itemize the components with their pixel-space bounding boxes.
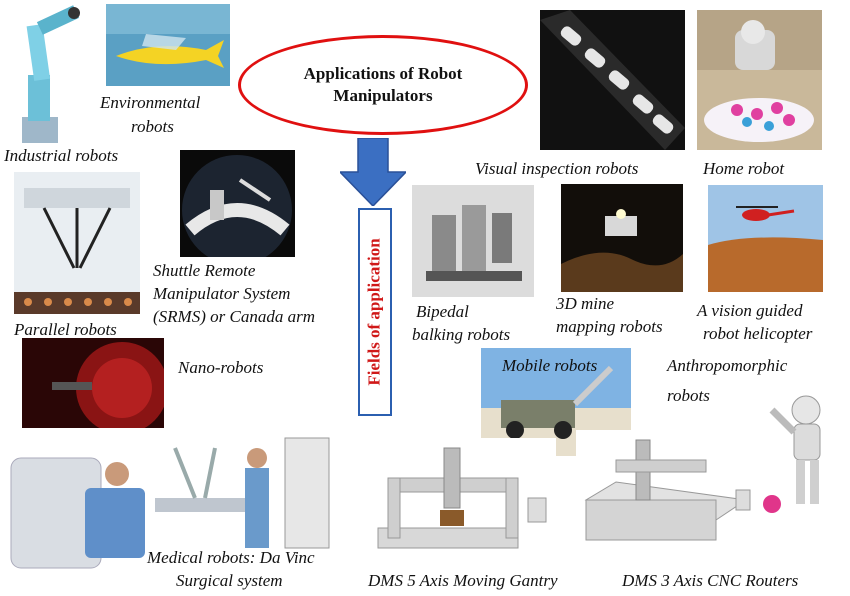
- fields-of-application-label: Fields of application: [365, 238, 385, 386]
- label-heli-2: robot helicopter: [703, 324, 813, 343]
- anthropomorphic-robot-image: [760, 392, 840, 522]
- label-shuttle-3: (SRMS) or Canada arm: [153, 307, 315, 326]
- home-robot-image: [697, 10, 822, 150]
- shuttle-robot-arm-image: [180, 150, 295, 257]
- label-visual-inspection: Visual inspection robots: [475, 159, 639, 178]
- label-medical-1: Medical robots: Da Vinc: [147, 548, 315, 567]
- title-line-2: Manipulators: [333, 86, 433, 105]
- cnc-router-image: [576, 430, 762, 566]
- label-heli-1: A vision guided: [697, 301, 803, 320]
- parallel-robot-image: [14, 172, 140, 314]
- fields-of-application-box: Fields of application: [358, 208, 392, 416]
- label-environmental-1: Environmental: [100, 93, 201, 112]
- label-medical-2: Surgical system: [176, 571, 283, 590]
- label-environmental-2: robots: [131, 117, 174, 136]
- robot-helicopter-image: [708, 185, 823, 292]
- environmental-robot-image: [106, 4, 230, 86]
- label-nano-robots: Nano-robots: [178, 358, 264, 377]
- label-cnc: DMS 3 Axis CNC Routers: [622, 571, 799, 590]
- medical-robot-image: [5, 428, 335, 590]
- gantry-machine-image: [368, 438, 556, 566]
- label-industrial-robots: Industrial robots: [4, 146, 119, 165]
- label-mine-2: mapping robots: [556, 317, 663, 336]
- label-home-robot: Home robot: [703, 159, 785, 178]
- label-parallel-robots: Parallel robots: [14, 320, 117, 339]
- industrial-robot-image: [8, 5, 88, 145]
- title-line-1: Applications of Robot: [303, 64, 463, 83]
- mine-mapping-robot-image: [561, 184, 683, 292]
- label-shuttle-2: Manipulator System: [153, 284, 291, 303]
- label-shuttle-1: Shuttle Remote: [153, 261, 256, 280]
- label-anthro-2: robots: [667, 386, 710, 405]
- label-bipedal-1: Bipedal: [416, 302, 469, 321]
- label-gantry: DMS 5 Axis Moving Gantry: [368, 571, 558, 590]
- bipedal-robot-image: [412, 185, 534, 297]
- label-mine-1: 3D mine: [556, 294, 615, 313]
- label-anthro-1: Anthropomorphic: [667, 356, 788, 375]
- down-arrow-icon: [340, 138, 406, 206]
- label-mobile-robots: Mobile robots: [502, 356, 598, 375]
- visual-inspection-robot-image: [540, 10, 685, 150]
- title-ellipse: Applications of Robot Manipulators: [238, 35, 528, 135]
- nano-robot-image: [22, 338, 164, 438]
- label-bipedal-2: balking robots: [412, 325, 511, 344]
